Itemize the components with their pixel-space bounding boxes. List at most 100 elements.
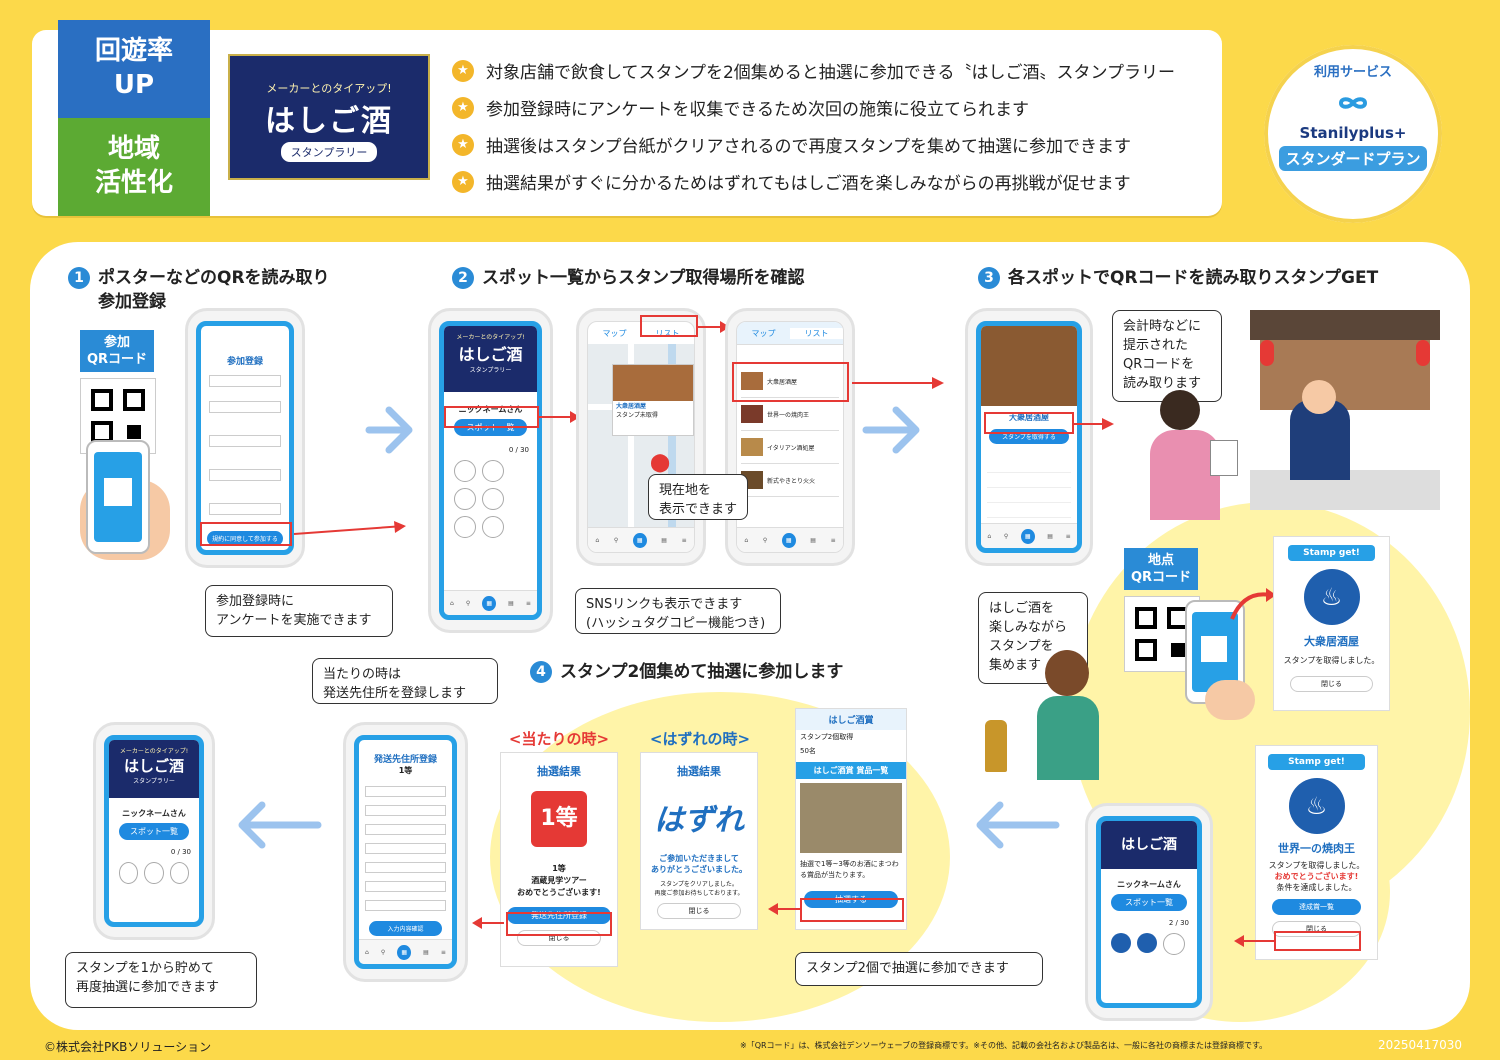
form-title: 参加登録: [226, 357, 263, 367]
spot-list-button[interactable]: スポット一覧: [119, 823, 189, 840]
service-brand: Stanilyplus+: [1299, 124, 1407, 142]
feature-text: 抽選後はスタンプ台紙がクリアされるので再度スタンプを集めて抽選に参加できます: [486, 137, 1131, 157]
tab-menu[interactable]: ≡: [525, 599, 531, 607]
tab-info[interactable]: ▤: [508, 599, 514, 607]
congrats-text: おめでとうございます!: [1274, 872, 1359, 881]
lose-message: ご参加いただきまして ありがとうございました。: [651, 854, 747, 874]
step-number: 3: [978, 267, 1000, 289]
map-popup[interactable]: 大衆居酒屋 スタンプ未取得: [612, 364, 694, 436]
prize-description: 抽選で1等~3等のお酒にまつわる賞品が当たります。: [800, 860, 899, 879]
stamp-slot-filled: [1137, 933, 1157, 953]
stamp-slot: [1163, 933, 1185, 955]
address-rank: 1等: [398, 766, 413, 775]
list-tabs: マップ リスト: [737, 322, 843, 345]
phone-home: メーカーとのタイアップ! はしご酒 スタンプラリー ニックネームさん スポット一…: [428, 308, 553, 633]
stamp-slot: [454, 488, 476, 510]
phone-spot-detail: 大衆居酒屋 スタンプを取得する ⌂⚲▦▤≡: [965, 308, 1093, 566]
address-field[interactable]: [365, 881, 446, 892]
phone-map: マップ リスト 大衆居酒屋 スタンプ未取得 ⬤ ⌂⚲▦▤≡: [576, 308, 706, 566]
spot-list-item[interactable]: イタリアン酒処屋: [741, 431, 839, 464]
tag-regional: 地域 活性化: [58, 118, 210, 216]
tab-spot[interactable]: ⚲: [465, 599, 471, 607]
form-field[interactable]: [209, 375, 281, 387]
flow-arrow-icon: [862, 406, 920, 454]
tab-list[interactable]: リスト: [790, 327, 843, 339]
form-field[interactable]: [209, 435, 281, 447]
step4-heading: 4 スタンプ2個集めて抽選に参加します: [530, 660, 843, 684]
feature-text: 参加登録時にアンケートを収集できるため次回の施策に役立てられます: [486, 100, 1029, 120]
star-icon: ★: [452, 96, 474, 119]
tab-list[interactable]: リスト: [655, 328, 680, 338]
close-button[interactable]: 閉じる: [657, 903, 741, 919]
form-field[interactable]: [209, 469, 281, 481]
callout-winner: 当たりの時は 発送先住所を登録します: [312, 658, 498, 704]
shop-name: 大衆居酒屋: [1009, 413, 1049, 422]
lose-heading: <はずれの時>: [649, 730, 751, 748]
red-arrow-icon: [1234, 935, 1274, 947]
stamp-slot: [482, 516, 504, 538]
step-number: 4: [530, 661, 552, 683]
spot-list-item[interactable]: 世界一の焼肉王: [741, 398, 839, 431]
agree-and-join-button[interactable]: 規約に同意して参加する: [207, 531, 283, 546]
stamp-get-ribbon: Stamp get!: [1288, 545, 1375, 561]
win-heading: <当たりの時>: [508, 730, 610, 748]
result-label: 抽選結果: [677, 765, 721, 778]
close-button[interactable]: 閉じる: [517, 930, 601, 946]
spot-list: 大衆居酒屋 世界一の焼肉王 イタリアン酒処屋 新式やきとり火火: [737, 345, 843, 497]
infinity-logo-icon: [1338, 97, 1368, 109]
address-field[interactable]: [365, 786, 446, 797]
header-tags: 回遊率 UP 地域 活性化: [58, 20, 210, 216]
form-field[interactable]: [209, 401, 281, 413]
shop-photo: [981, 326, 1077, 406]
feature-text: 抽選結果がすぐに分かるためはずれてもはしご酒を楽しみながらの再挑戦が促せます: [486, 174, 1131, 194]
tag-circulation: 回遊率 UP: [58, 20, 210, 118]
sake-stamp-icon: ♨: [1288, 778, 1345, 834]
highlight-box: [640, 315, 698, 337]
red-arrow-icon: [1074, 418, 1114, 430]
service-label: 利用サービス: [1313, 65, 1392, 80]
address-field[interactable]: [365, 824, 446, 835]
stamp-count: 0 / 30: [170, 848, 191, 856]
tab-top[interactable]: ⌂: [450, 599, 454, 607]
red-arrow-icon: [538, 411, 580, 423]
stamp-slot: [144, 862, 164, 884]
phone-reset: メーカーとのタイアップ! はしご酒 スタンプラリー ニックネームさん スポット一…: [93, 722, 215, 940]
win-result-card: 抽選結果 1等 1等 酒蔵見学ツアー おめでとうございます! 発送先住所登録 閉…: [500, 752, 618, 967]
stamp-grid: [444, 454, 537, 544]
address-field[interactable]: [365, 805, 446, 816]
stamp-slot: [169, 862, 189, 884]
confirm-input-button[interactable]: 入力内容確認: [369, 921, 442, 936]
stamp-message: スタンプを取得しました。: [1283, 656, 1380, 665]
stamp-count: 0 / 30: [508, 446, 529, 454]
lose-text: はずれ: [654, 803, 744, 838]
form-field[interactable]: [209, 503, 281, 515]
location-pin-icon: ⬤: [650, 452, 671, 473]
callout-enjoy: はしご酒を 楽しみながら スタンプを 集めます: [978, 592, 1088, 684]
stamp-slot: [119, 862, 139, 884]
step-number: 1: [68, 267, 90, 289]
spot-list-item[interactable]: 大衆居酒屋: [741, 365, 839, 398]
tab-map[interactable]: マップ: [602, 328, 627, 338]
tab-map[interactable]: マップ: [751, 328, 776, 338]
phone-stamp2: はしご酒 ニックネームさん スポット一覧 2 / 30: [1085, 803, 1213, 1021]
red-arrow-icon: [472, 917, 504, 929]
stamp-grid: [109, 856, 199, 890]
close-button[interactable]: 閉じる: [1272, 921, 1361, 937]
spot-list-item[interactable]: 新式やきとり火火: [741, 464, 839, 497]
address-field[interactable]: [365, 900, 446, 911]
spot-list-button[interactable]: スポット一覧: [1111, 894, 1187, 911]
address-title: 発送先住所登録: [373, 755, 437, 765]
red-arrow-icon: [768, 903, 800, 915]
address-field[interactable]: [365, 862, 446, 873]
address-field[interactable]: [365, 843, 446, 854]
highlight-box: [800, 898, 904, 922]
achievement-list-button[interactable]: 達成賞一覧: [1272, 899, 1361, 915]
star-icon: ★: [452, 133, 474, 156]
tab-qr[interactable]: ▦: [482, 595, 497, 611]
shipping-address-button[interactable]: 発送先住所登録: [507, 907, 611, 924]
red-curved-arrow-icon: [1230, 588, 1276, 620]
prize-condition: スタンプ2個取得: [800, 733, 854, 741]
spot-qr-label: 地点 QRコード: [1124, 548, 1198, 590]
nickname: ニックネームさん: [458, 405, 523, 414]
close-button[interactable]: 閉じる: [1290, 676, 1373, 692]
